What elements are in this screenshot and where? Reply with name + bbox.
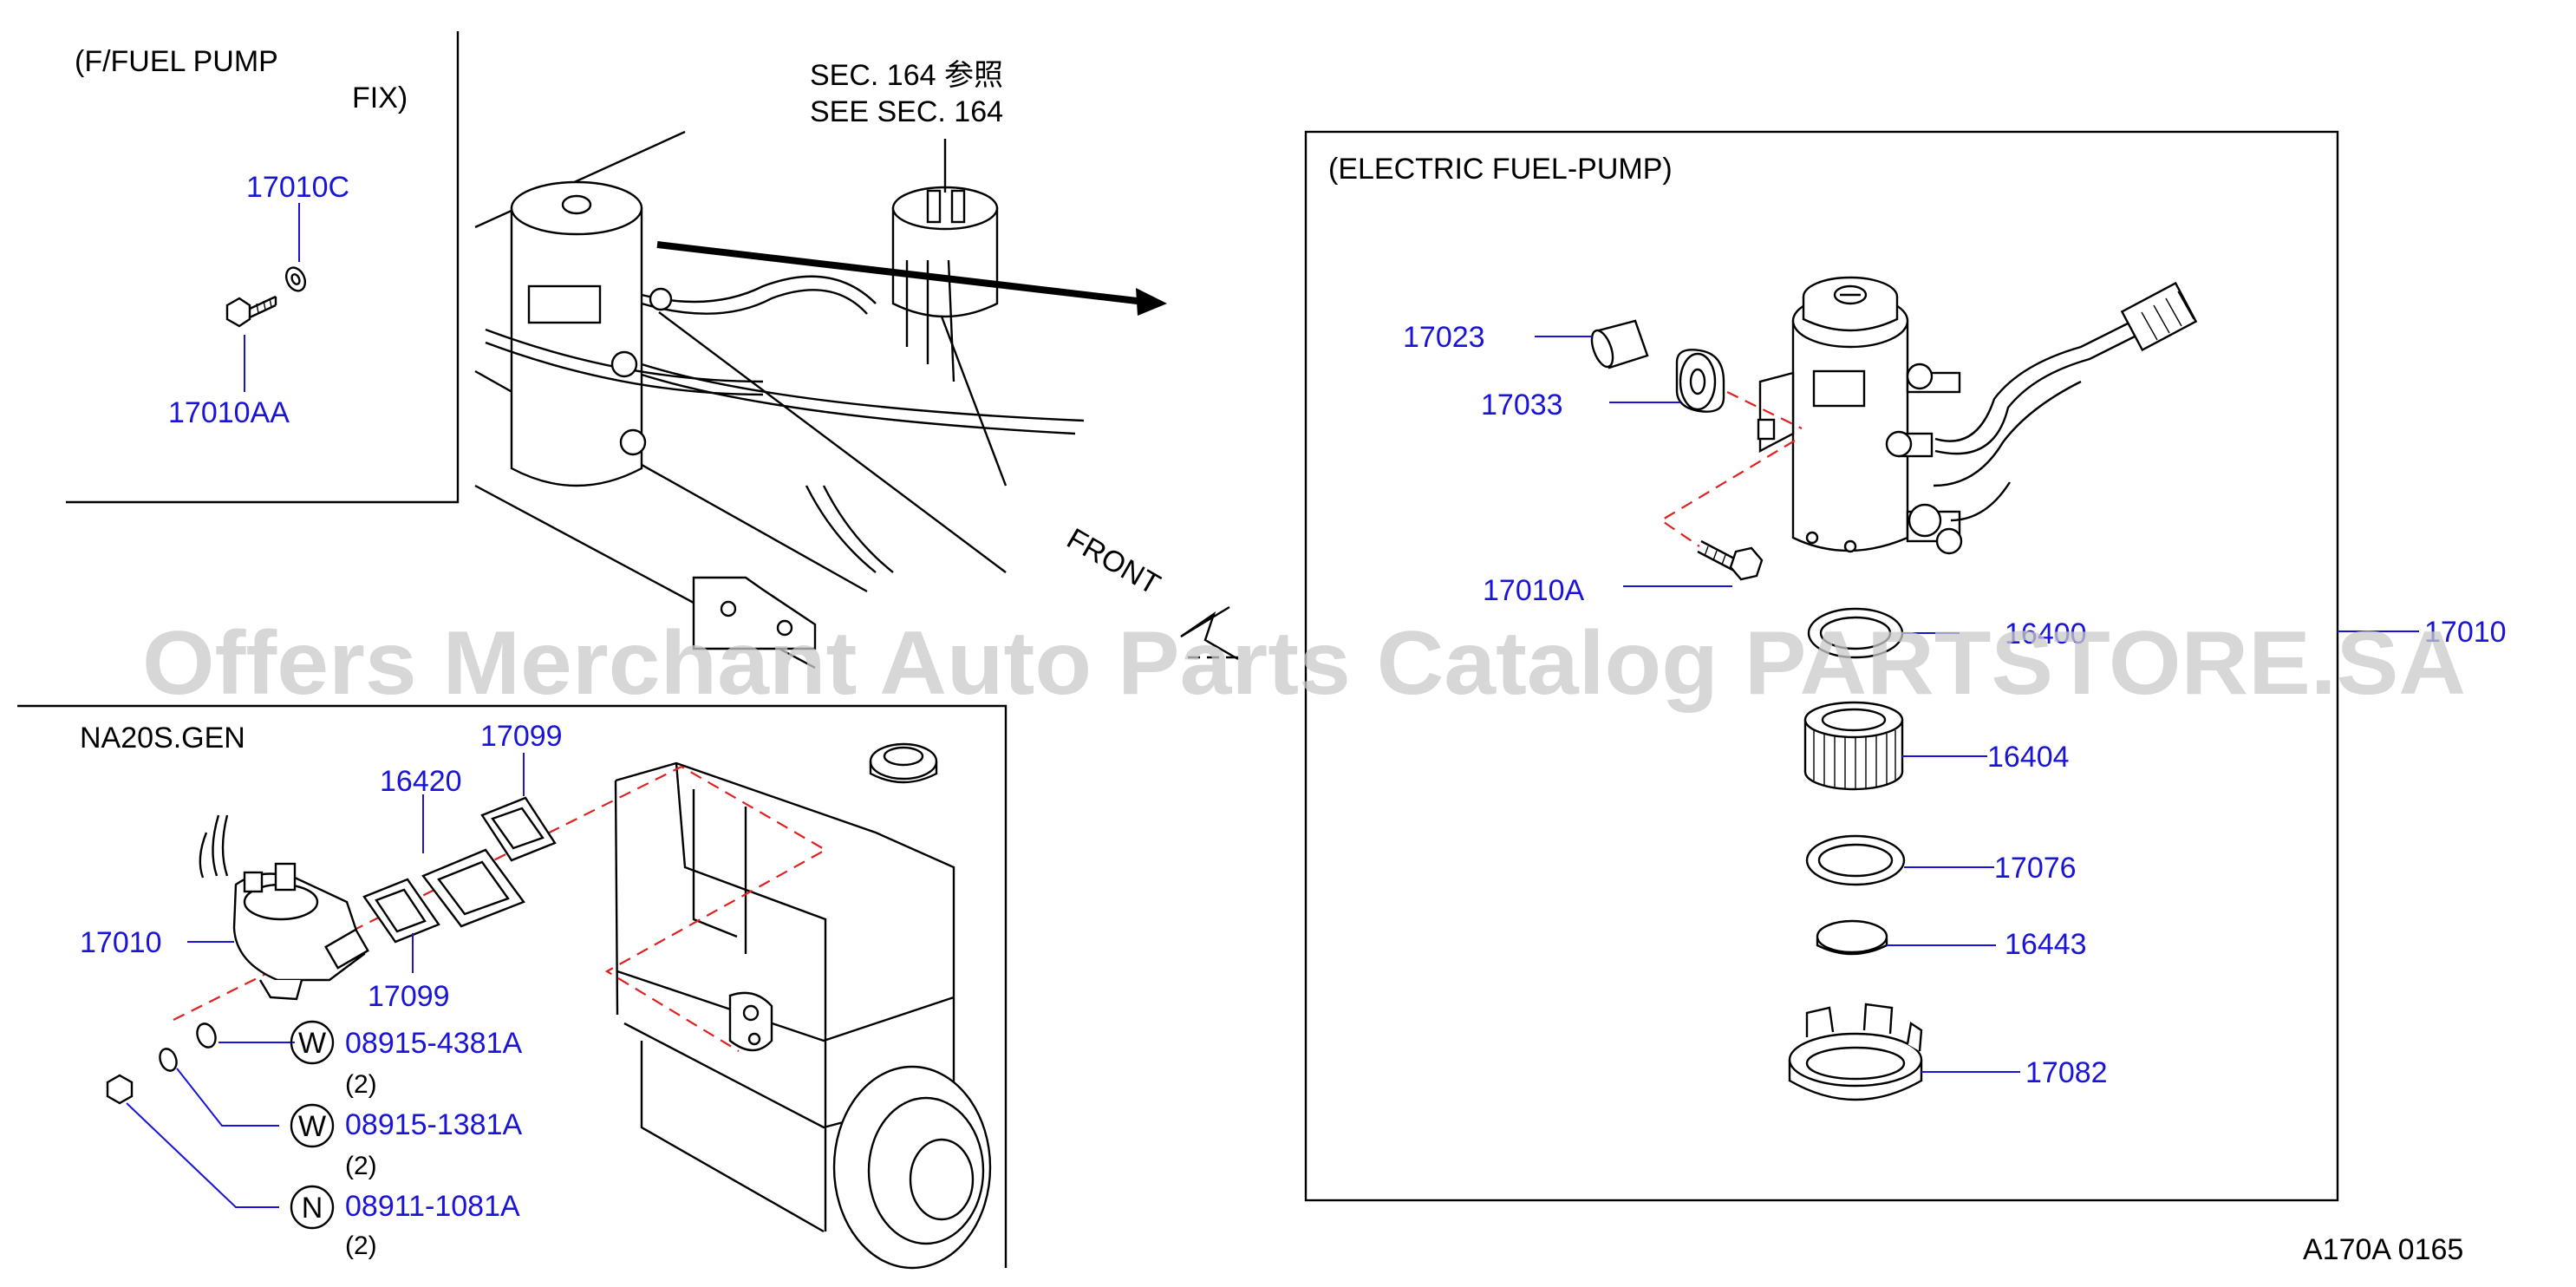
bolt-17010a-drawing	[1697, 539, 1764, 581]
part-number-17010a[interactable]: 17010A	[1483, 574, 1585, 607]
vehicle-fuel-pump-illustration	[474, 130, 1167, 670]
part-number-17099-upper[interactable]: 17099	[480, 720, 563, 753]
fix-box-border	[66, 31, 460, 504]
fix-box-title-line1: (F/FUEL PUMP	[75, 45, 278, 78]
diagram-code: A170A 0165	[2303, 1233, 2463, 1266]
section-note-line2: SEE SEC. 164	[810, 95, 1003, 128]
watermark-text: Offers Merchant Auto Parts Catalog PARTS…	[142, 613, 2466, 714]
mechanical-fuel-pump-drawing	[199, 814, 369, 1001]
part-number-08915-4381a[interactable]: 08915-4381A	[345, 1027, 523, 1060]
retainer-17082-drawing	[1788, 1003, 1923, 1101]
fix-box-title-line2: FIX)	[352, 82, 408, 114]
part-number-08911-1081a[interactable]: 08911-1081A	[345, 1190, 520, 1223]
part-number-17076[interactable]: 17076	[1994, 852, 2077, 885]
washer-17010c-drawing	[284, 266, 307, 292]
engine-box-border	[17, 704, 1008, 1268]
quantity-08915-4381a: (2)	[345, 1070, 377, 1099]
washer-symbol-circle	[290, 1020, 335, 1065]
nut-1081a-drawing	[106, 1074, 134, 1105]
gasket-16400-drawing	[1807, 607, 1904, 659]
fastener-row-washer-1381a[interactable]: W 08915-1381A (2)	[290, 1103, 523, 1180]
washer-4381a-drawing	[196, 1022, 217, 1049]
fuel-pump-fix-box: (F/FUEL PUMP FIX) 17010C 17010AA	[66, 31, 460, 504]
part-number-17082[interactable]: 17082	[2025, 1056, 2108, 1089]
filter-16404-drawing	[1803, 701, 1904, 791]
engine-box-title: NA20S.GEN	[80, 722, 245, 755]
part-number-17023[interactable]: 17023	[1403, 321, 1485, 354]
fastener-row-washer-4381a[interactable]: W 08915-4381A (2)	[290, 1020, 523, 1099]
gasket-17076-drawing	[1805, 834, 1906, 886]
nut-symbol-circle	[290, 1185, 335, 1230]
front-label: FRONT	[1061, 522, 1165, 601]
electric-box-border	[1304, 130, 2339, 1202]
nut-symbol-n: N	[302, 1192, 323, 1225]
electric-pump-body-drawing	[1757, 276, 2198, 555]
bolt-17010aa-drawing	[225, 295, 277, 328]
engine-box: NA20S.GEN	[17, 704, 1008, 1270]
gasket-17099-upper-drawing	[480, 796, 557, 862]
part-number-17010aa[interactable]: 17010AA	[168, 396, 290, 429]
washer-symbol-circle	[290, 1103, 335, 1148]
part-number-16404[interactable]: 16404	[1987, 741, 2070, 774]
section-note-line1: SEC. 164 参照	[810, 59, 1003, 92]
fastener-row-nut-1081a[interactable]: N 08911-1081A (2)	[290, 1185, 520, 1260]
quantity-08911-1081a: (2)	[345, 1231, 377, 1260]
washer-symbol-w: W	[298, 1110, 326, 1143]
gasket-16420-drawing	[421, 848, 525, 928]
quantity-08915-1381a: (2)	[345, 1152, 377, 1180]
washer-1381a-drawing	[159, 1048, 178, 1072]
part-number-17010-assembly[interactable]: 17010	[2424, 616, 2507, 649]
part-number-16420[interactable]: 16420	[380, 765, 462, 798]
part-number-08915-1381a[interactable]: 08915-1381A	[345, 1108, 523, 1141]
part-number-17010c[interactable]: 17010C	[246, 171, 349, 204]
grommet-17033-drawing	[1675, 349, 1725, 413]
washer-symbol-w: W	[298, 1027, 326, 1060]
cap-17023-drawing	[1590, 319, 1649, 369]
part-number-17099-lower[interactable]: 17099	[368, 980, 450, 1013]
electric-fuel-pump-box: (ELECTRIC FUEL-PUMP)	[1304, 130, 2507, 1202]
cap-16443-drawing	[1816, 919, 1888, 956]
part-number-17010-mechanical[interactable]: 17010	[80, 926, 162, 959]
gasket-17099-lower-drawing	[362, 878, 440, 944]
electric-box-title: (ELECTRIC FUEL-PUMP)	[1328, 153, 1673, 186]
part-number-17033[interactable]: 17033	[1481, 389, 1563, 421]
engine-block-drawing	[614, 742, 992, 1270]
part-number-16443[interactable]: 16443	[2005, 928, 2087, 961]
part-number-16400[interactable]: 16400	[2005, 617, 2087, 650]
